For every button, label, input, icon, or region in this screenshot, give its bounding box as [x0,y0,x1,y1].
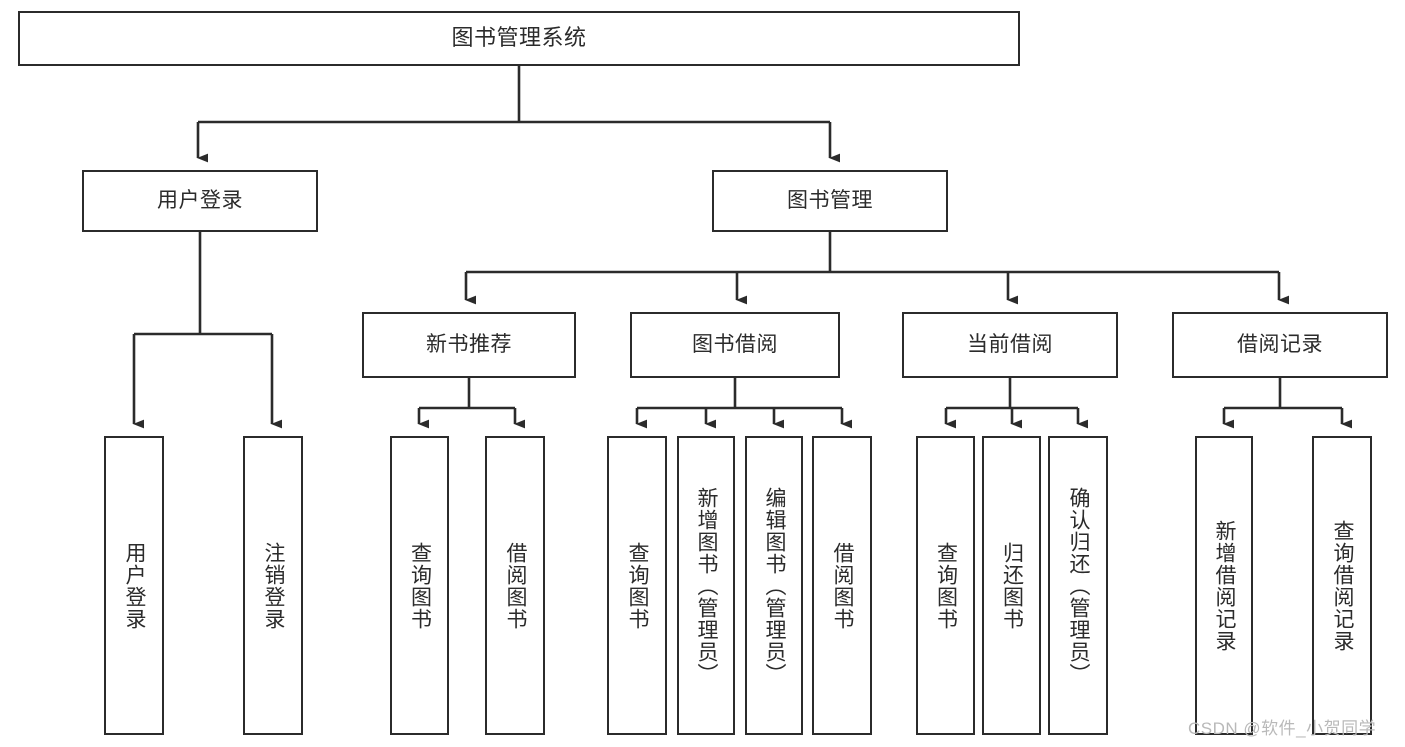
leaf-confirm-return-admin-label: 确认归还（管理员） [1067,486,1091,685]
node-current-borrow-label: 当前借阅 [967,333,1053,357]
node-current-borrow[interactable]: 当前借阅 [902,312,1118,378]
leaf-add-book-admin-label: 新增图书（管理员） [695,486,719,685]
watermark: CSDN @软件_小贺同学 [1188,719,1377,738]
leaf-add-borrow-record[interactable]: 新增借阅记录 [1195,436,1253,735]
leaf-query-borrow-record-label: 查询借阅记录 [1331,519,1355,652]
leaf-edit-book-admin[interactable]: 编辑图书（管理员） [745,436,803,735]
leaf-query-borrow-record[interactable]: 查询借阅记录 [1312,436,1372,735]
leaf-add-borrow-record-label: 新增借阅记录 [1213,519,1237,652]
leaf-query-book-recommend[interactable]: 查询图书 [390,436,449,735]
leaf-query-book-recommend-label: 查询图书 [408,541,432,630]
node-root[interactable]: 图书管理系统 [18,11,1020,66]
node-book-borrow[interactable]: 图书借阅 [630,312,840,378]
leaf-return-book-label: 归还图书 [1000,541,1024,630]
leaf-borrow-book-label: 借阅图书 [831,541,855,630]
leaf-logout-label: 注销登录 [262,541,286,630]
leaf-borrow-book-recommend-label: 借阅图书 [504,541,528,630]
leaf-edit-book-admin-label: 编辑图书（管理员） [763,486,787,685]
node-root-label: 图书管理系统 [451,25,587,51]
node-user-login-label: 用户登录 [157,189,243,213]
leaf-logout[interactable]: 注销登录 [243,436,303,735]
leaf-confirm-return-admin[interactable]: 确认归还（管理员） [1048,436,1108,735]
node-book-management[interactable]: 图书管理 [712,170,948,232]
leaf-borrow-book[interactable]: 借阅图书 [812,436,872,735]
leaf-add-book-admin[interactable]: 新增图书（管理员） [677,436,735,735]
leaf-borrow-book-recommend[interactable]: 借阅图书 [485,436,545,735]
node-user-login[interactable]: 用户登录 [82,170,318,232]
node-book-management-label: 图书管理 [787,189,873,213]
node-new-book-recommend[interactable]: 新书推荐 [362,312,576,378]
node-borrow-record-label: 借阅记录 [1237,333,1323,357]
leaf-query-book-borrow-label: 查询图书 [626,541,650,630]
node-borrow-record[interactable]: 借阅记录 [1172,312,1388,378]
leaf-query-book-current[interactable]: 查询图书 [916,436,975,735]
leaf-query-book-borrow[interactable]: 查询图书 [607,436,667,735]
node-book-borrow-label: 图书借阅 [692,333,778,357]
leaf-return-book[interactable]: 归还图书 [982,436,1041,735]
leaf-user-login-label: 用户登录 [123,541,147,630]
leaf-query-book-current-label: 查询图书 [934,541,958,630]
leaf-user-login[interactable]: 用户登录 [104,436,164,735]
node-new-book-recommend-label: 新书推荐 [426,333,512,357]
